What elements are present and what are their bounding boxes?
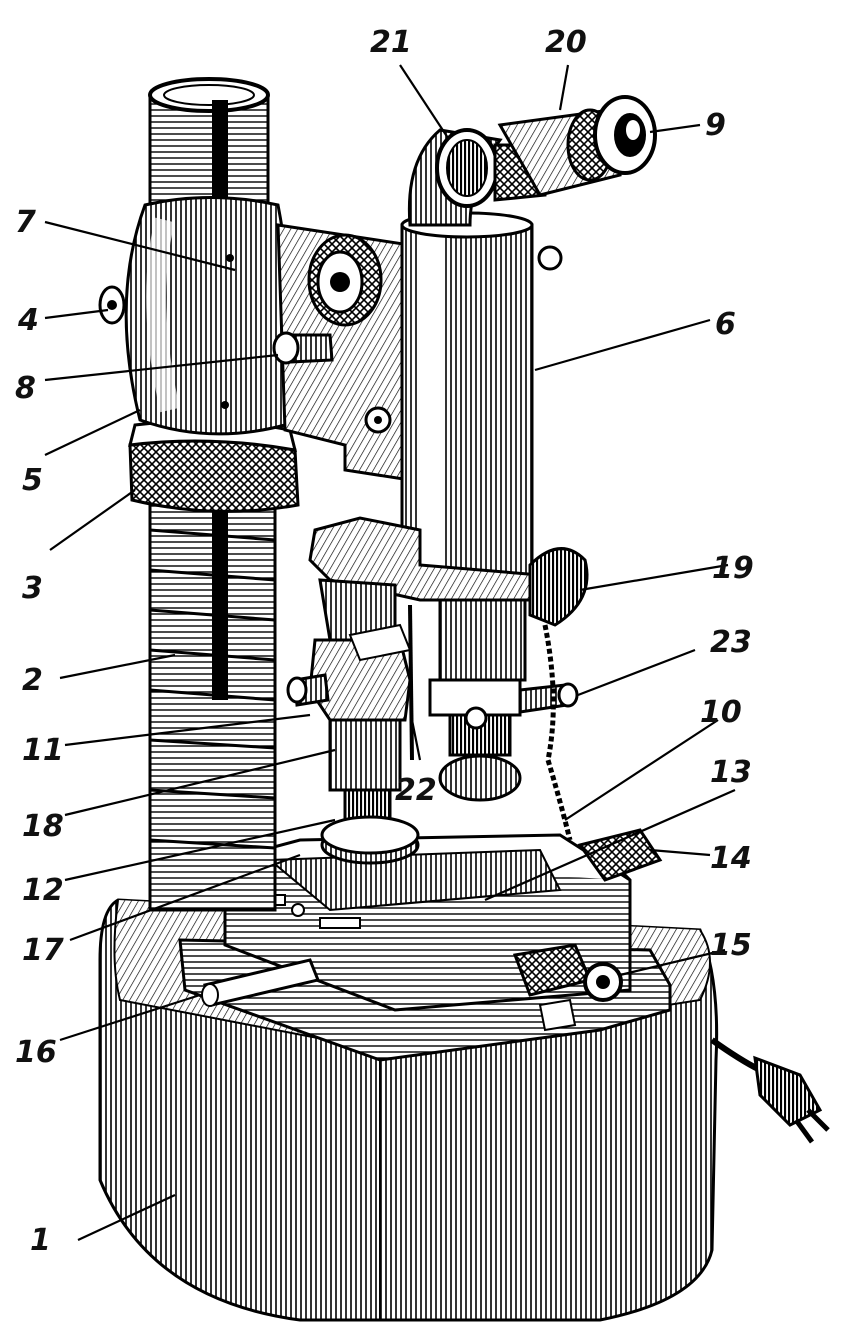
label-11: 11 bbox=[22, 733, 64, 768]
label-10: 10 bbox=[700, 695, 742, 730]
label-7: 7 bbox=[15, 205, 36, 240]
clamp-screw bbox=[272, 331, 334, 365]
label-9: 9 bbox=[705, 108, 726, 143]
micrometer-screw-14 bbox=[577, 828, 663, 882]
label-19: 19 bbox=[712, 551, 754, 586]
label-2: 2 bbox=[22, 663, 43, 698]
label-22: 22 bbox=[395, 773, 437, 808]
column-top-tube bbox=[148, 77, 270, 220]
lamp-cord bbox=[542, 624, 573, 841]
label-13: 13 bbox=[710, 755, 752, 790]
part-labels: 1 2 3 4 5 6 7 8 9 10 11 12 13 14 15 16 1… bbox=[15, 25, 754, 1258]
label-23: 23 bbox=[710, 625, 752, 660]
label-1: 1 bbox=[30, 1223, 51, 1258]
rod-22 bbox=[408, 604, 414, 761]
label-6: 6 bbox=[715, 307, 736, 342]
main-objective bbox=[428, 598, 527, 802]
label-4: 4 bbox=[17, 303, 39, 338]
label-15: 15 bbox=[710, 928, 752, 963]
power-plug bbox=[710, 1037, 830, 1144]
microscope-tube bbox=[400, 211, 563, 592]
screw-23 bbox=[518, 682, 579, 714]
label-20: 20 bbox=[545, 25, 587, 60]
locking-lever-16 bbox=[201, 958, 321, 1007]
label-17: 17 bbox=[22, 933, 64, 968]
condenser-disc bbox=[320, 815, 420, 865]
column bbox=[148, 488, 277, 912]
label-21: 21 bbox=[370, 25, 412, 60]
focus-knob bbox=[307, 233, 383, 327]
label-8: 8 bbox=[15, 371, 36, 406]
leader-lines bbox=[44, 64, 736, 1241]
secondary-objective bbox=[286, 578, 412, 827]
label-5: 5 bbox=[22, 463, 43, 498]
lamp-housing bbox=[528, 547, 589, 627]
bracket-body bbox=[98, 196, 293, 436]
label-12: 12 bbox=[22, 873, 64, 908]
label-3: 3 bbox=[22, 571, 43, 606]
eyepiece bbox=[566, 95, 657, 182]
micrometer-screw-15 bbox=[512, 943, 623, 1032]
label-16: 16 bbox=[15, 1035, 57, 1070]
label-14: 14 bbox=[710, 841, 752, 876]
eyepiece-prism bbox=[407, 128, 547, 227]
label-18: 18 bbox=[22, 809, 64, 844]
